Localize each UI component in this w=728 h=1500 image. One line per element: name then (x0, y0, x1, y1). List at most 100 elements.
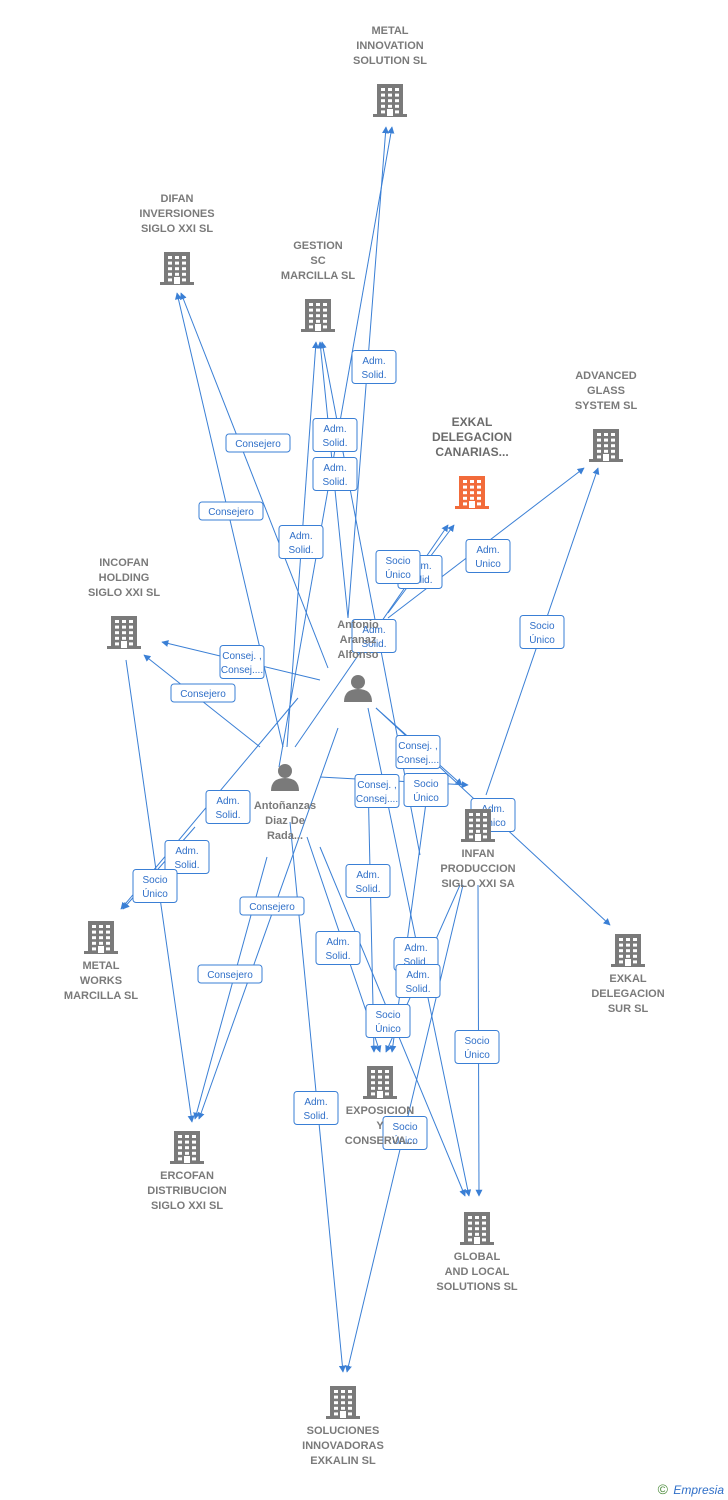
edge-label-box (278, 525, 324, 559)
edge-label-text: Único (375, 1022, 401, 1035)
edge-label[interactable]: Adm.Solid. (351, 619, 397, 653)
edge-label[interactable]: Consejero (239, 896, 305, 916)
edge-label-box (345, 864, 391, 898)
edge-label[interactable]: Adm.Solid. (393, 937, 439, 971)
edge-label-box (170, 683, 236, 703)
node-exkal_canarias[interactable]: EXKALDELEGACIONCANARIAS... (432, 415, 512, 509)
edge-label-text: Único (413, 791, 439, 804)
edge-label-text: Solid. (215, 810, 240, 821)
edge-label[interactable]: Adm.Solid. (345, 864, 391, 898)
node-label: EXPOSICION (346, 1105, 415, 1117)
copyright-symbol: © (657, 1481, 668, 1497)
node-label: SC (310, 255, 325, 267)
edge-antonio-to-ercofan (197, 727, 339, 1120)
edge-label[interactable]: Adm.Solid. (278, 525, 324, 559)
node-label: DIFAN (161, 193, 194, 205)
building-icon (611, 934, 645, 967)
edge-label-text: Consejero (249, 902, 295, 913)
node-exposicion[interactable]: EXPOSICIONYCONSERVA... (345, 1066, 416, 1147)
edge-label[interactable]: Adm. Solid. (205, 790, 251, 824)
edge-label-text: Consej. , (357, 780, 396, 791)
person-icon (344, 675, 372, 702)
node-label: INFAN (462, 848, 495, 860)
edge-label-text: Consejero (180, 689, 226, 700)
node-label: SIGLO XXI SA (441, 878, 514, 890)
node-label: CONSERVA... (345, 1135, 416, 1147)
edge-label-text: Solid. (355, 884, 380, 895)
edge-label[interactable]: Adm.Solid. (293, 1091, 339, 1125)
edge-label-text: Adm. (289, 531, 312, 542)
edge-label[interactable]: Adm.Unico (465, 539, 511, 573)
building-icon (363, 1066, 397, 1099)
edge-label-box (219, 645, 265, 679)
node-gestion[interactable]: GESTION SC MARCILLA SL (281, 240, 355, 332)
person-icon (271, 764, 299, 791)
edge-label[interactable]: Consejero (197, 964, 263, 984)
edge-label[interactable]: Adm.Solid. (351, 350, 397, 384)
node-label: EXKALIN SL (310, 1455, 376, 1467)
edge-label[interactable]: Consej. ,Consej.... (219, 645, 265, 679)
edge-label[interactable]: Adm.Solid. (395, 964, 441, 998)
edge-label-text: Unico (480, 818, 506, 829)
edge-label[interactable]: Consej. ,Consej.... (395, 735, 441, 769)
building-icon (461, 809, 495, 842)
edge-label[interactable]: Consejero (170, 683, 236, 703)
edge-label-text: Consejero (235, 439, 281, 450)
edge-label-text: Adm. (323, 424, 346, 435)
edge-label-text: Consej.... (221, 665, 263, 676)
building-icon (84, 921, 118, 954)
edge-label-box (465, 539, 511, 573)
node-label: MARCILLA SL (64, 990, 138, 1002)
node-label: Alfonso (338, 649, 379, 661)
node-label: SUR SL (608, 1003, 649, 1015)
brand-logo[interactable]: Empresia (673, 1483, 724, 1497)
edge-label-text: Socio (529, 621, 554, 632)
edge-label-text: Socio (142, 875, 167, 886)
building-icon (326, 1386, 360, 1419)
edge-label[interactable]: Adm.Solid. (312, 457, 358, 491)
footer-credit: © Empresia (658, 1481, 724, 1497)
node-label: SOLUTION SL (353, 55, 427, 67)
edge-label-text: Adm. (216, 796, 239, 807)
edge-label-text: Consej. , (398, 741, 437, 752)
edge-label-box (293, 1091, 339, 1125)
node-label: Antoñanzas (254, 800, 316, 812)
edge-label[interactable]: Consejero (198, 501, 264, 521)
edge-label-text: Único (385, 568, 411, 581)
node-label: METAL (82, 960, 119, 972)
node-label: EXKAL (609, 973, 647, 985)
node-label: SOLUCIONES (307, 1425, 380, 1437)
edge-label[interactable]: Consejero (225, 433, 291, 453)
node-label: GESTION (293, 240, 343, 252)
edge-label[interactable]: Consej. ,Consej.... (354, 774, 400, 808)
edge-label-box (354, 774, 400, 808)
edge-label-box (205, 790, 251, 824)
edge-label-box (351, 619, 397, 653)
node-label: DELEGACION (432, 430, 512, 444)
edge-label[interactable]: Adm.Solid. (164, 840, 210, 874)
node-label: MARCILLA SL (281, 270, 355, 282)
building-icon (107, 616, 141, 649)
edge-label-text: Unico (475, 559, 501, 570)
edge-label[interactable]: Adm.Solid. (315, 931, 361, 965)
edge-label[interactable]: Adm.Solid. (312, 418, 358, 452)
